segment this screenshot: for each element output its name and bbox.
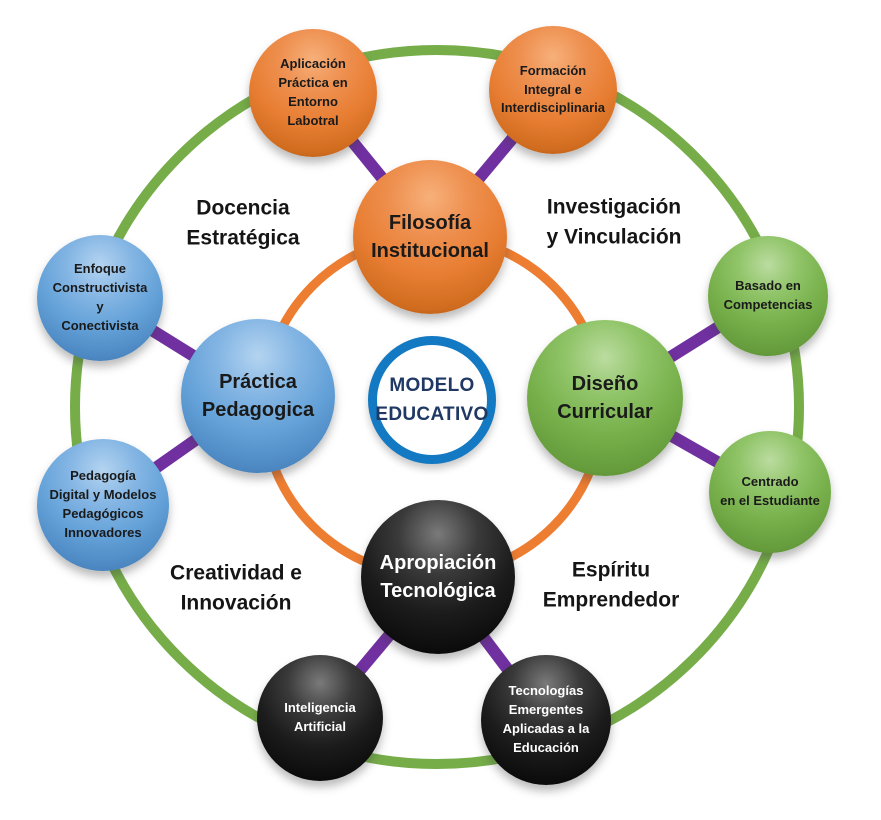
node-label: Centrado en el Estudiante	[720, 474, 820, 508]
node-label: Formación Integral e Interdisciplinaria	[500, 62, 606, 116]
outer-green-ring	[70, 45, 804, 769]
center-label: MODELO EDUCATIVO	[375, 374, 489, 425]
node-formacion-integral-interdisciplinaria: Formación Integral e Interdisciplinaria	[489, 26, 617, 154]
node-label: Tecnologías Emergentes Aplicadas a la Ed…	[502, 683, 590, 755]
quadrant-label-creatividad-innovacion: Creatividad e Innovación	[170, 561, 302, 615]
node-label: Filosofía Institucional	[371, 212, 489, 262]
node-tecnologias-emergentes-educacion: Tecnologías Emergentes Aplicadas a la Ed…	[481, 655, 611, 785]
quadrant-label-investigacion-vinculacion: Investigación y Vinculación	[546, 195, 682, 249]
node-basado-en-competencias: Basado en Competencias	[708, 236, 828, 356]
node-label: Práctica Pedagogica	[201, 371, 315, 421]
node-diseno-curricular: Diseño Curricular	[527, 320, 683, 476]
node-pedagogia-digital-modelos-innovadores: Pedagogía Digital y Modelos Pedagógicos …	[37, 439, 169, 571]
node-label: Aplicación Práctica en Entorno Labotral	[278, 56, 348, 128]
node-inteligencia-artificial: Inteligencia Artificial	[257, 655, 383, 781]
quadrant-label-docencia-estrategica: Docencia Estratégica	[186, 196, 300, 250]
node-apropiacion-tecnologica: Apropiación Tecnológica	[361, 500, 515, 654]
node-practica-pedagogica: Práctica Pedagogica	[181, 319, 335, 473]
node-modelo-educativo-center: MODELO EDUCATIVO	[368, 336, 496, 464]
quadrant-label-espiritu-emprendedor: Espíritu Emprendedor	[542, 558, 680, 612]
node-label: Pedagogía Digital y Modelos Pedagógicos …	[49, 468, 157, 540]
node-centrado-en-el-estudiante: Centrado en el Estudiante	[709, 431, 831, 553]
node-label: Basado en Competencias	[723, 278, 813, 312]
node-label: Enfoque Constructivista y Conectivista	[52, 261, 148, 333]
node-aplicacion-practica-entorno-labotral: Aplicación Práctica en Entorno Labotral	[249, 29, 377, 157]
node-label: Apropiación Tecnológica	[379, 552, 497, 602]
node-enfoque-constructivista-conectivista: Enfoque Constructivista y Conectivista	[37, 235, 163, 361]
node-label: Diseño Curricular	[557, 373, 653, 423]
node-filosofia-institucional: Filosofía Institucional	[353, 160, 507, 314]
node-label: Inteligencia Artificial	[284, 700, 356, 734]
